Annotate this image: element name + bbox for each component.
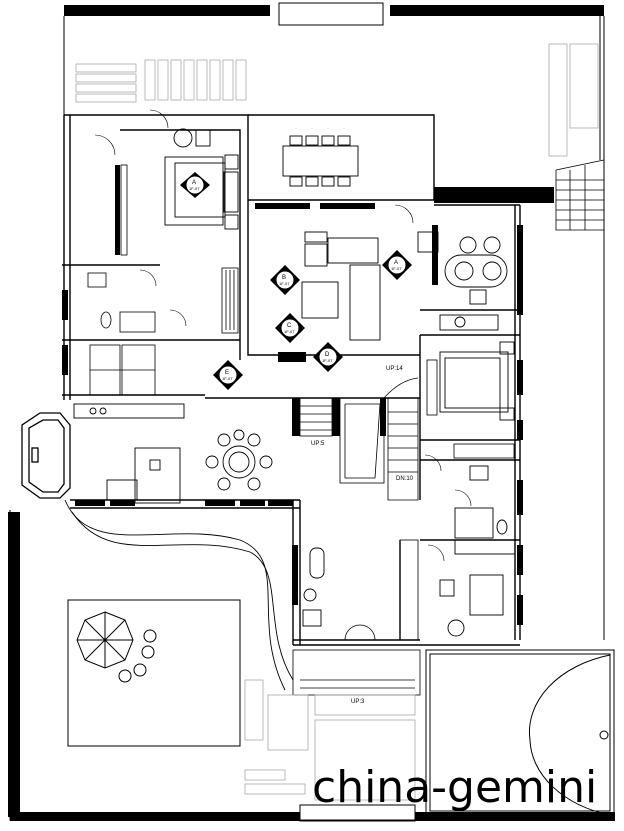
bed-left: [164, 128, 239, 230]
elevation-marker-b: B 1F-07: [270, 265, 300, 295]
svg-text:1F-07: 1F-07: [189, 186, 200, 191]
terrace-paving: [75, 43, 599, 157]
svg-text:A: A: [394, 260, 398, 266]
hedge-top-right: [390, 5, 604, 16]
patio-paving-lower: [244, 679, 416, 801]
elevation-marker-d: D 1F-07: [313, 342, 343, 372]
hedge-bottom: [10, 804, 615, 822]
hedge-top-left: [64, 5, 270, 16]
hedge-right: [434, 187, 554, 203]
kitchen: [73, 403, 185, 504]
svg-text:C: C: [287, 323, 292, 329]
bed-right: [439, 341, 515, 421]
entry-steps: [292, 624, 421, 696]
label-dn10: DN:10: [396, 476, 414, 482]
svg-text:1F-07: 1F-07: [279, 281, 290, 286]
exterior-stair-right: [555, 159, 605, 231]
svg-text:1F-07: 1F-07: [322, 358, 333, 363]
svg-text:E: E: [225, 370, 229, 376]
lounge-table: [439, 236, 508, 331]
pergola: [67, 599, 241, 747]
bay-window: [21, 412, 71, 499]
windows: [62, 165, 523, 625]
window-outlines: [120, 164, 438, 416]
svg-text:1F-07: 1F-07: [284, 329, 295, 334]
svg-text:1F-07: 1F-07: [222, 376, 233, 381]
elevation-marker-e: E 1F-07: [213, 360, 243, 390]
label-up5: UP:5: [311, 441, 325, 447]
court: [425, 649, 615, 816]
watermark: china-gemini: [312, 762, 597, 813]
right-rooms-furniture: [302, 465, 516, 637]
svg-text:B: B: [282, 275, 286, 281]
label-up3: UP:3: [351, 699, 365, 705]
bathroom-left: [87, 272, 156, 396]
elevation-marker-a1: A 1F-07: [180, 172, 210, 198]
living-sofa: [301, 231, 439, 341]
central-stair: [299, 377, 419, 501]
svg-text:1F-07: 1F-07: [391, 266, 402, 271]
svg-text:A: A: [192, 180, 196, 186]
door-swings: [94, 109, 472, 562]
elevation-marker-c: C 1F-07: [275, 313, 305, 343]
dining-table: [205, 429, 273, 491]
svg-text:D: D: [325, 352, 330, 358]
outdoor-dining-table: [282, 135, 359, 187]
hedge-left: [8, 512, 20, 817]
label-up14: UP:14: [386, 366, 403, 372]
garden-path: [64, 499, 294, 691]
top-bay-window: [278, 2, 384, 26]
elevation-marker-a2: A 1F-07: [382, 250, 412, 280]
wardrobes: [221, 267, 515, 641]
